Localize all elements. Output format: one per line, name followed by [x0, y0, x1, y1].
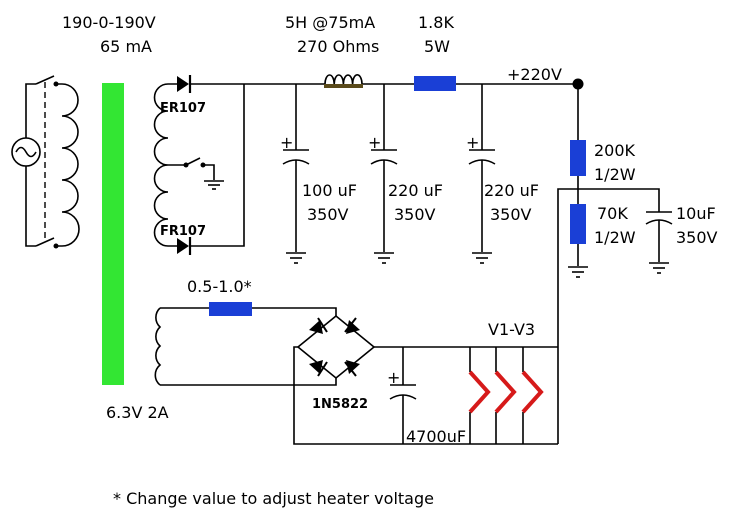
ground-icon: [649, 262, 669, 274]
diode-icon: [344, 360, 360, 377]
capacitor-icon: +: [280, 133, 310, 165]
ac-source-icon: [11, 137, 41, 167]
bridge-diode-label: 1N5822: [312, 397, 368, 412]
ground-icon: [374, 252, 394, 264]
choke-rating-label: 5H @75mA: [285, 13, 375, 32]
footnote: * Change value to adjust heater voltage: [113, 489, 434, 508]
heater-icon: [468, 370, 491, 414]
resistor-icon: [414, 76, 456, 91]
tubes-label: V1-V3: [488, 320, 535, 339]
switch-icon: [35, 75, 59, 249]
ground-icon: [204, 180, 224, 190]
plus-sign: +: [466, 133, 479, 152]
heater-res-value-label: 0.5-1.0*: [187, 277, 252, 296]
heater-winding: [154, 307, 162, 386]
transformer-current-label: 65 mA: [100, 37, 152, 56]
diode-icon: [344, 317, 360, 334]
cap2-voltage-label: 350V: [394, 205, 436, 224]
capacitor-icon: +: [466, 133, 496, 165]
cap2-value-label: 220 uF: [388, 181, 443, 200]
diode-bottom-label: FR107: [160, 224, 206, 239]
cap-bias-value-label: 10uF: [676, 204, 716, 223]
resistor-icon: [209, 302, 252, 316]
cap1-value-label: 100 uF: [302, 181, 357, 200]
r-bottom-value-label: 70K: [597, 204, 628, 223]
heater-winding-label: 6.3V 2A: [106, 403, 169, 422]
bridge-rectifier: [296, 314, 376, 380]
r-top-power-label: 1/2W: [594, 165, 636, 184]
diode-top-label: FR107: [160, 101, 206, 116]
plus-sign: +: [280, 133, 293, 152]
heater-icon: [521, 370, 544, 414]
plus-sign: +: [368, 133, 381, 152]
cap1-voltage-label: 350V: [307, 205, 349, 224]
dropper-power-label: 5W: [424, 37, 450, 56]
diode-icon: [309, 360, 328, 377]
ground-icon: [568, 266, 588, 278]
heater-icon: [494, 370, 517, 414]
diode-icon: [177, 75, 192, 93]
primary-winding: [61, 83, 80, 247]
diode-icon: [309, 317, 328, 334]
ground-icon: [472, 252, 492, 264]
capacitor-icon: +: [368, 133, 398, 165]
b-plus-label: +220V: [507, 65, 562, 84]
cap3-voltage-label: 350V: [490, 205, 532, 224]
resistor-icon: [570, 204, 586, 244]
r-top-value-label: 200K: [594, 141, 636, 160]
dropper-value-label: 1.8K: [418, 13, 454, 32]
choke-resistance-label: 270 Ohms: [297, 37, 379, 56]
inductor-icon: [324, 74, 363, 88]
ground-icon: [286, 252, 306, 264]
transformer-rating-label: 190-0-190V: [62, 13, 156, 32]
transformer-core: [102, 83, 124, 385]
plus-sign: +: [387, 368, 400, 387]
heater-cap-label: 4700uF: [406, 427, 466, 446]
resistor-icon: [570, 140, 586, 176]
diode-icon: [177, 237, 192, 255]
capacitor-icon: +: [387, 368, 417, 400]
cap-bias-voltage-label: 350V: [676, 228, 718, 247]
r-bottom-power-label: 1/2W: [594, 228, 636, 247]
cap3-value-label: 220 uF: [484, 181, 539, 200]
